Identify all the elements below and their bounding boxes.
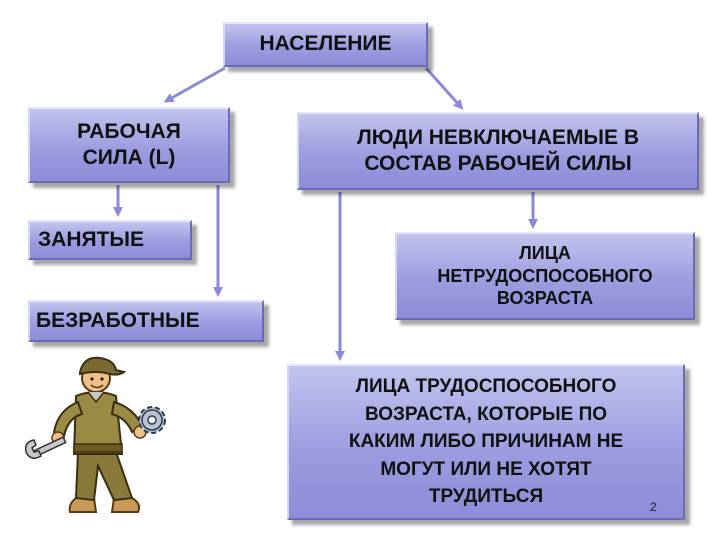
node-not-in-labor-force-line: ЛЮДИ НЕВКЛЮЧАЕМЫЕ В [356, 125, 639, 149]
node-non-working-age-line: ЛИЦА [519, 243, 571, 264]
node-working-age-line: ЛИЦА ТРУДОСПОСОБНОГО [355, 376, 617, 398]
arrow-population-to-labor [163, 66, 226, 103]
node-employed-label: ЗАНЯТЫЕ [38, 227, 144, 251]
node-labor-force: РАБОЧАЯ СИЛА (L) [28, 107, 230, 183]
page-number: 2 [650, 500, 657, 514]
node-non-working-age: ЛИЦА НЕТРУДОСПОСОБНОГО ВОЗРАСТА [395, 232, 695, 320]
node-population: НАСЕЛЕНИЕ [223, 22, 428, 67]
node-non-working-age-line: НЕТРУДОСПОСОБНОГО [437, 265, 653, 286]
node-not-in-labor-force-line: СОСТАВ РАБОЧЕЙ СИЛЫ [364, 152, 632, 175]
node-working-age-line: ВОЗРАСТА, КОТОРЫЕ ПО [364, 403, 608, 425]
arrow-population-to-out [424, 66, 464, 110]
wrench-icon [24, 436, 67, 459]
gear-icon [138, 406, 166, 434]
worker-illustration [24, 356, 166, 513]
node-employed: ЗАНЯТЫЕ [28, 220, 192, 260]
node-unemployed-label: БЕЗРАБОТНЫЕ [36, 308, 200, 332]
node-labor-force-line: РАБОЧАЯ [77, 119, 181, 143]
node-working-age-line: ТРУДИТЬСЯ [428, 486, 544, 508]
node-labor-force-line: СИЛА (L) [82, 146, 176, 169]
node-working-age-line: МОГУТ ИЛИ НЕ ХОТЯТ [380, 458, 592, 480]
node-working-age-line: КАКИМ ЛИБО ПРИЧИНАМ НЕ [348, 431, 624, 453]
node-not-in-labor-force: ЛЮДИ НЕВКЛЮЧАЕМЫЕ В СОСТАВ РАБОЧЕЙ СИЛЫ [297, 112, 699, 190]
node-non-working-age-line: ВОЗРАСТА [496, 288, 594, 309]
node-working-age-not-working: ЛИЦА ТРУДОСПОСОБНОГО ВОЗРАСТА, КОТОРЫЕ П… [287, 364, 685, 520]
node-unemployed: БЕЗРАБОТНЫЕ [28, 300, 264, 342]
node-population-label: НАСЕЛЕНИЕ [259, 32, 392, 56]
